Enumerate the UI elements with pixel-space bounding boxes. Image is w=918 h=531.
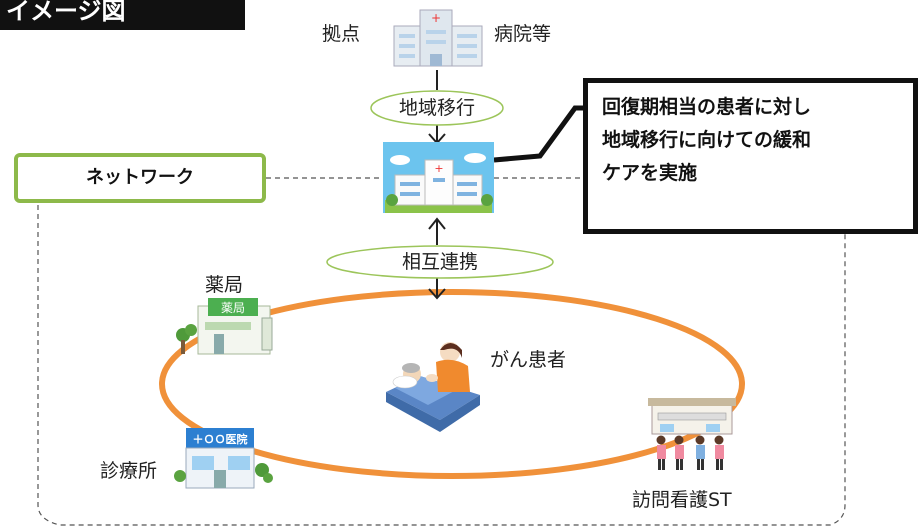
clinic-sign-text: ＋ＯＯ医院 — [193, 432, 248, 446]
network-boundary — [14, 177, 918, 526]
nursing-station-label: 訪問看護ST — [632, 489, 732, 511]
patient-label: がん患者 — [490, 349, 567, 371]
hospital-middle-icon: + — [383, 142, 494, 213]
callout-pointer — [493, 105, 583, 163]
arrow-up-icon — [428, 217, 446, 230]
mutual-cooperation-label: 相互連携 — [401, 251, 478, 273]
regional-transition-label: 地域移行 — [398, 97, 475, 119]
pharmacy-label: 薬局 — [205, 274, 244, 296]
oval-regional-transition — [370, 90, 504, 126]
callout-box: 回復期相当の患者に対し 地域移行に向けての緩和 ケアを実施 — [583, 78, 918, 234]
nursing-station-icon — [648, 398, 736, 470]
clinic-label: 診療所 — [100, 460, 158, 482]
callout-line-3: ケアを実施 — [602, 162, 698, 184]
patient-bed-icon — [386, 342, 480, 432]
hub-right-label: 病院等 — [494, 23, 552, 45]
pharmacy-icon: 薬局 — [176, 298, 273, 355]
arrow-down2-icon — [428, 288, 446, 300]
hospital-top-icon: + — [386, 8, 488, 67]
network-label: ネットワーク — [86, 167, 194, 188]
clinic-icon: ＋ＯＯ医院 — [174, 428, 273, 489]
network-box: ネットワーク — [14, 153, 266, 203]
svg-text:+: + — [434, 162, 443, 175]
callout-line-2: 地域移行に向けての緩和 — [602, 129, 812, 151]
svg-text:+: + — [431, 11, 441, 25]
hub-left-label: 拠点 — [322, 23, 361, 45]
oval-mutual-cooperation — [326, 245, 554, 279]
pharmacy-sign-text: 薬局 — [221, 301, 245, 315]
care-ring — [159, 289, 745, 479]
header-title: イメージ図 — [0, 0, 245, 30]
callout-line-1: 回復期相当の患者に対し — [602, 96, 812, 118]
